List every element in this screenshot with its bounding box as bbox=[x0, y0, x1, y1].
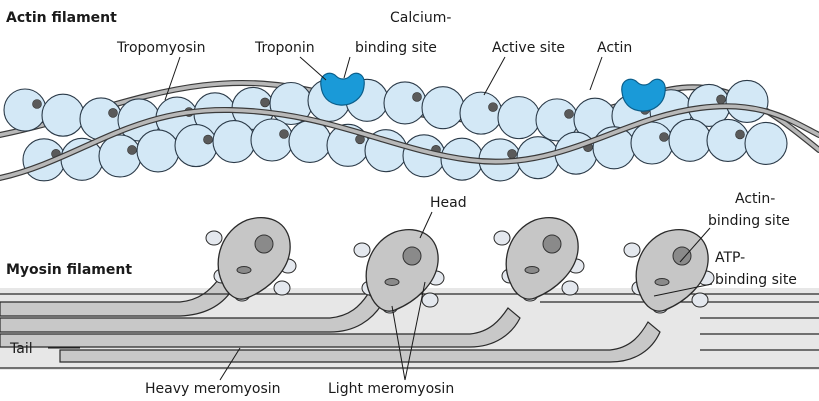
light-chain bbox=[624, 243, 640, 257]
actin-binding-site bbox=[403, 247, 421, 265]
actin-monomer bbox=[4, 89, 46, 131]
actin-filament-title: Actin filament bbox=[6, 10, 117, 26]
actin-binding-site bbox=[255, 235, 273, 253]
actin-monomer bbox=[669, 119, 711, 161]
active-site-dot bbox=[261, 98, 270, 107]
active-site-dot bbox=[33, 100, 42, 109]
tropomyosin-leader bbox=[165, 57, 180, 100]
active-site-dot bbox=[280, 130, 289, 139]
actin-monomer bbox=[137, 130, 179, 172]
active-site-dot bbox=[565, 109, 574, 118]
troponin-label: Troponin bbox=[254, 40, 315, 56]
light-chain bbox=[494, 231, 510, 245]
actin-monomer bbox=[631, 122, 673, 164]
calcium-binding-label-line1: Calcium- bbox=[390, 10, 451, 26]
actin-monomer bbox=[707, 119, 749, 161]
calcium-binding-leader bbox=[344, 57, 350, 78]
active-site-dot bbox=[489, 103, 498, 112]
active-site-label: Active site bbox=[492, 40, 565, 56]
active-site-dot bbox=[508, 149, 517, 158]
actin-binding-site bbox=[673, 247, 691, 265]
atp-binding-site bbox=[385, 279, 399, 286]
myosin-filament-title: Myosin filament bbox=[6, 262, 132, 278]
actin-monomer bbox=[251, 119, 293, 161]
actin-monomer bbox=[745, 122, 787, 164]
actin-monomer bbox=[42, 94, 84, 136]
light-chain bbox=[562, 281, 578, 295]
actin-monomer bbox=[498, 97, 540, 139]
actin-filament bbox=[0, 73, 819, 181]
active-site-dot bbox=[736, 130, 745, 139]
actin-monomer bbox=[726, 80, 768, 122]
head-label: Head bbox=[430, 195, 467, 211]
actin-monomer bbox=[175, 125, 217, 167]
light-chain bbox=[354, 243, 370, 257]
myosin-filament bbox=[0, 218, 819, 370]
tropomyosin-label: Tropomyosin bbox=[116, 40, 206, 56]
active-site-dot bbox=[660, 133, 669, 142]
actin-monomer bbox=[460, 92, 502, 134]
light-chain bbox=[206, 231, 222, 245]
active-site-dot bbox=[128, 145, 137, 154]
heavy-meromyosin-label: Heavy meromyosin bbox=[145, 381, 281, 397]
active-site-dot bbox=[109, 108, 118, 117]
atp-binding-site bbox=[525, 267, 539, 274]
active-site-dot bbox=[413, 92, 422, 101]
atp-binding-site bbox=[237, 267, 251, 274]
light-chain bbox=[692, 293, 708, 307]
tail-label: Tail bbox=[9, 341, 33, 357]
light-chain bbox=[422, 293, 438, 307]
troponin-leader bbox=[300, 57, 326, 80]
light-meromyosin-label: Light meromyosin bbox=[328, 381, 454, 397]
active-site-dot bbox=[204, 135, 213, 144]
calcium-binding-label-line2: binding site bbox=[355, 40, 437, 56]
actin-binding-label-line2: binding site bbox=[708, 213, 790, 229]
atp-binding-site bbox=[655, 279, 669, 286]
actin-binding-site bbox=[543, 235, 561, 253]
light-chain bbox=[274, 281, 290, 295]
actin-leader bbox=[590, 57, 602, 90]
actin-monomer bbox=[289, 120, 331, 162]
active-site-dot bbox=[717, 95, 726, 104]
atp-binding-label-line1: ATP- bbox=[715, 250, 745, 266]
actin-label: Actin bbox=[597, 40, 632, 56]
actin-monomer bbox=[384, 82, 426, 124]
actin-monomer bbox=[213, 121, 255, 163]
actin-monomer bbox=[99, 135, 141, 177]
actin-monomer bbox=[422, 87, 464, 129]
active-site-leader bbox=[484, 57, 505, 95]
actin-binding-label-line1: Actin- bbox=[735, 191, 775, 207]
atp-binding-label-line2: binding site bbox=[715, 272, 797, 288]
